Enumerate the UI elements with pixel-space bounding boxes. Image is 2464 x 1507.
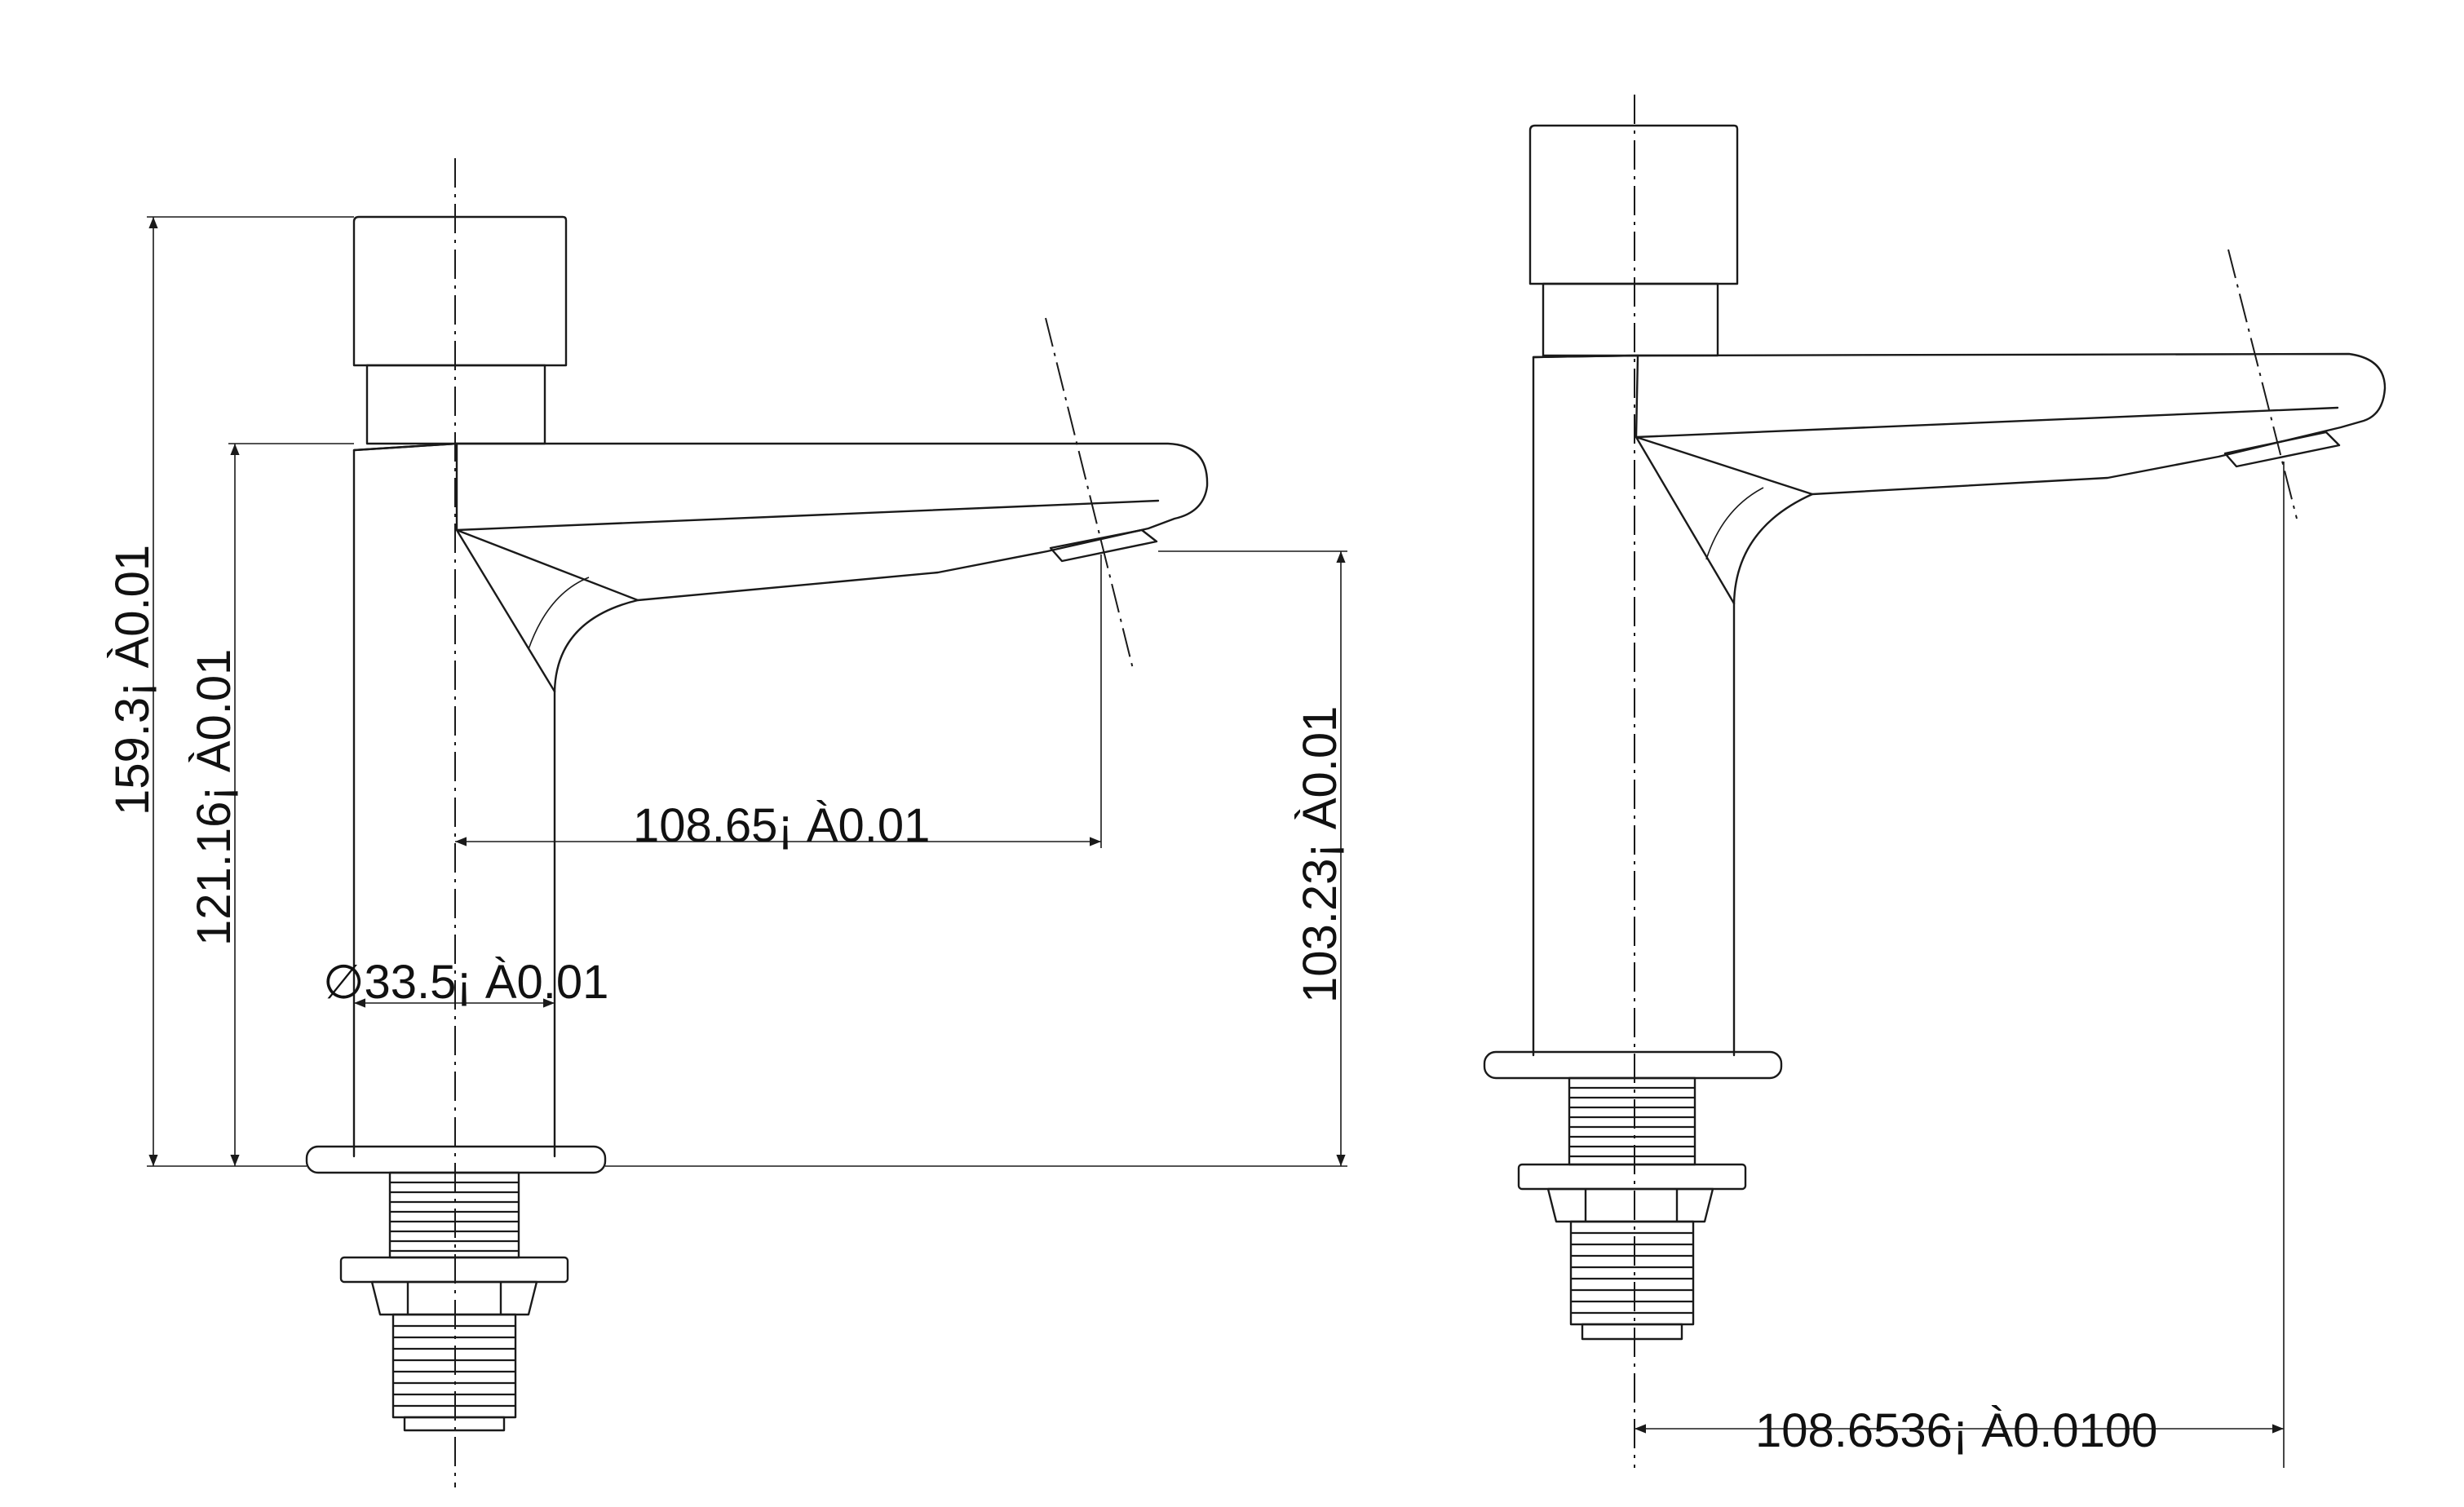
- dim-body-diameter-label: ∅33.5¡ À0.01: [323, 956, 608, 1009]
- right-lower-thread: [1569, 1220, 1695, 1326]
- dim-overall-height-label: 159.3¡ À0.01: [106, 545, 159, 815]
- right-spout-inner-curve: [1732, 493, 1814, 605]
- right-lower-thread-lines: [1571, 1231, 1693, 1315]
- right-outlet-axis: [2227, 249, 2298, 519]
- right-tail: [1581, 1323, 1683, 1341]
- dim-spout-reach-label: 108.65¡ À0.01: [633, 799, 930, 852]
- right-spout: [1532, 352, 2387, 605]
- right-faucet-view: 108.6536¡ À0.0100: [1483, 95, 2387, 1468]
- right-upper-thread: [1568, 1076, 1696, 1166]
- right-spout-crease: [1705, 487, 1764, 560]
- dim-spout-height-label: 121.16¡ À0.01: [188, 649, 241, 946]
- right-handle-cap: [1528, 124, 1739, 285]
- left-faucet-view: 159.3¡ À0.01 121.16¡ À0.01 108.65¡ À0.01…: [106, 158, 1347, 1487]
- left-spout: [352, 442, 1209, 693]
- dim-right-reach-label: 108.6536¡ À0.0100: [1755, 1404, 2157, 1457]
- left-aerator: [1049, 528, 1158, 563]
- left-nut: [370, 1280, 538, 1316]
- left-outlet-axis: [1045, 317, 1135, 673]
- right-body-column: [1532, 354, 1639, 1057]
- left-spout-crease: [528, 577, 590, 650]
- left-spout-inner-curve: [553, 599, 639, 693]
- right-handle-neck: [1542, 282, 1719, 357]
- left-body-column: [352, 442, 458, 1158]
- right-base-flange: [1483, 1050, 1783, 1080]
- right-aerator: [2223, 431, 2341, 468]
- right-washer: [1517, 1163, 1747, 1191]
- dim-outlet-height-label: 103.23¡ À0.01: [1294, 706, 1347, 1003]
- left-handle-cap: [352, 215, 568, 367]
- right-upper-thread-lines: [1569, 1086, 1695, 1158]
- right-nut: [1546, 1187, 1714, 1223]
